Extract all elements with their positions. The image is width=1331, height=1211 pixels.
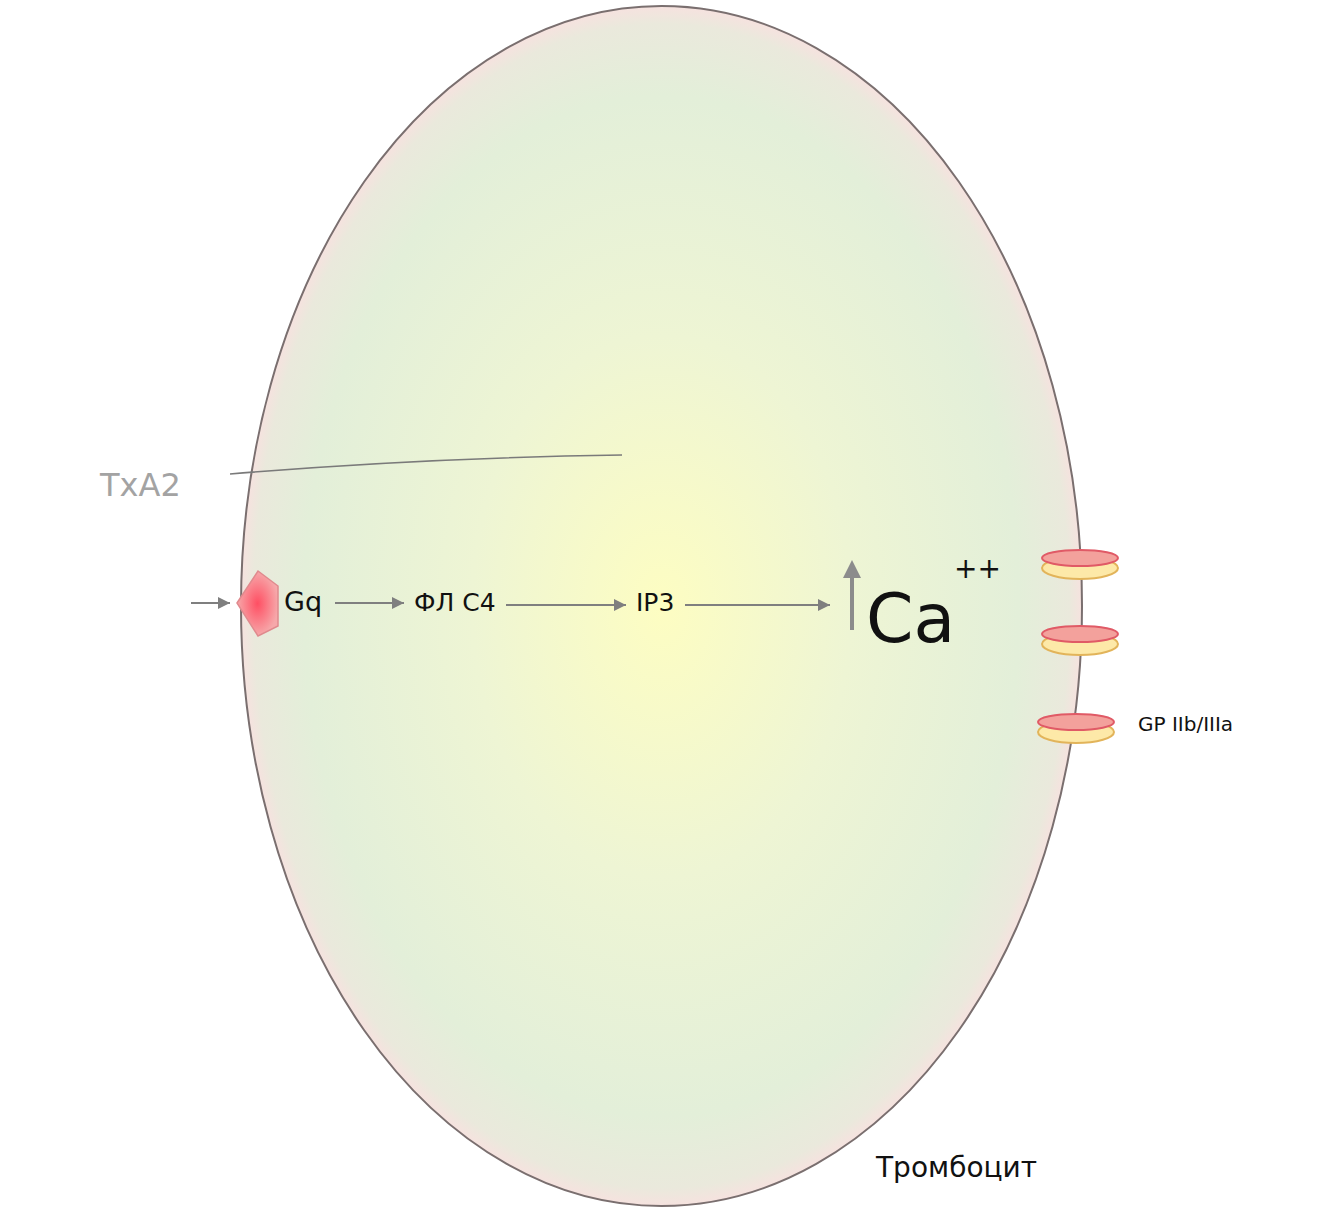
signal-arrow <box>191 602 230 604</box>
text-holder: Gq <box>284 586 322 618</box>
signal-arrow <box>506 604 626 606</box>
txa2-release-line <box>230 455 622 474</box>
gp-receptor <box>1042 626 1118 655</box>
text-holder: Тромбоцит <box>876 1151 1037 1185</box>
platelet-membrane <box>241 6 1082 1206</box>
text-holder: ФЛ C4 <box>414 588 496 618</box>
text-holder: IP3 <box>636 588 674 618</box>
gp-receptor <box>1042 550 1118 579</box>
pathway-node: Gq <box>236 570 329 636</box>
receptor-base <box>1042 557 1118 579</box>
signal-arrow <box>335 602 404 604</box>
receptor-base <box>1042 633 1118 655</box>
signal-arrow <box>685 604 830 606</box>
text-holder: TxA2 <box>100 466 181 504</box>
receptor-symbol <box>236 570 280 638</box>
molecule-label: IP3 <box>636 588 674 618</box>
text-holder: Ca <box>866 578 955 660</box>
molecule-label: ФЛ C4 <box>414 588 496 618</box>
molecule-label: Gq <box>284 586 322 618</box>
molecule-label: ++ <box>954 552 1001 586</box>
pathway-node: ФЛ C4 <box>410 588 500 622</box>
receptor-pentagon <box>237 571 278 636</box>
receptor-top <box>1042 626 1118 642</box>
text-holder: ++ <box>954 552 1001 586</box>
pathway-node: Ca++ <box>836 552 1005 664</box>
arrow-shaft <box>850 574 854 630</box>
platelet-cell: Тромбоцит Gq ФЛ C4 IP3 Ca++ <box>240 5 1083 1207</box>
receptor-top <box>1038 714 1114 730</box>
molecule-label: TxA2 <box>100 466 181 504</box>
gp-receptor <box>1038 714 1114 743</box>
molecule-label: Ca <box>866 578 955 660</box>
text-holder: GP IIb/IIIa <box>1138 712 1233 736</box>
receptor-top <box>1042 550 1118 566</box>
pathway-node: TxA2 <box>96 466 185 509</box>
receptor-base <box>1038 721 1114 743</box>
arrow-head <box>843 560 861 578</box>
cell-name: Тромбоцит <box>876 1151 1037 1185</box>
pathway-node: IP3 <box>632 588 679 622</box>
receptor-label: GP IIb/IIIa <box>1138 712 1233 736</box>
increase-arrow <box>840 558 864 632</box>
